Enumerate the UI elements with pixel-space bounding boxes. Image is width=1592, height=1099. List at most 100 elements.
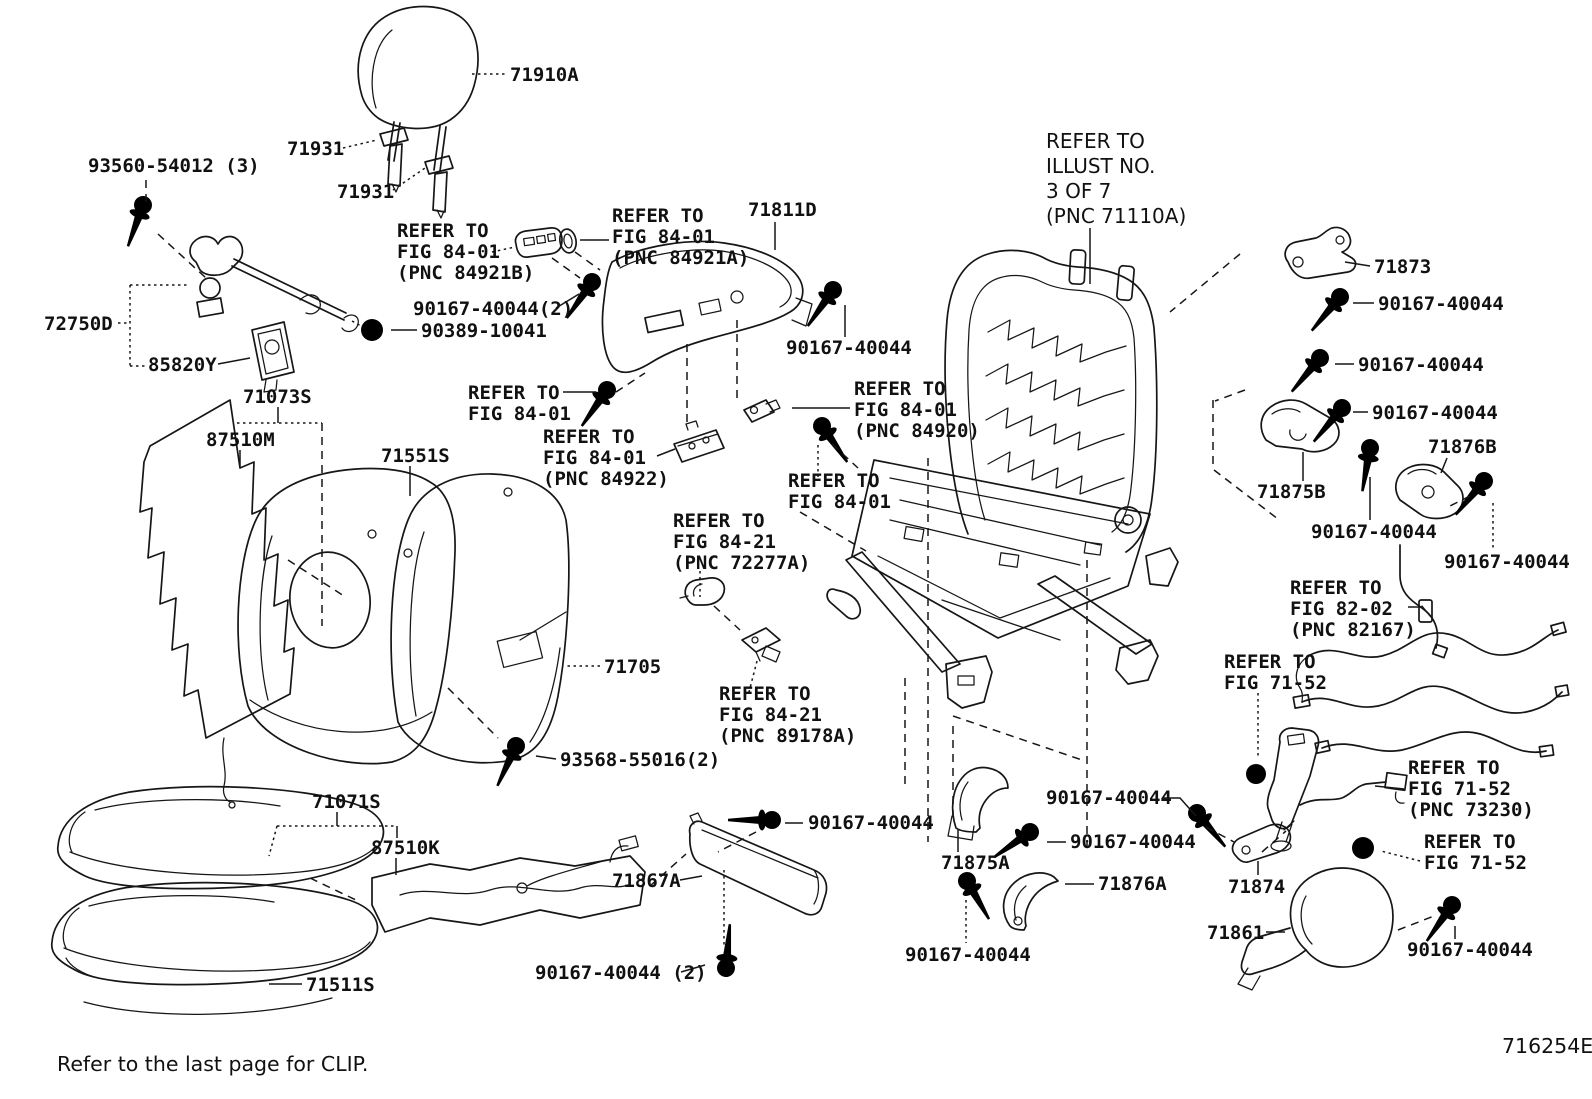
label-85820Y: 85820Y: [148, 354, 217, 376]
label-90167-40044-tr3: 90167-40044: [1372, 402, 1498, 424]
screw-90167: [573, 376, 621, 433]
label-ref-84921A-line1: REFER TO: [612, 205, 704, 227]
illustration: [50, 5, 1570, 1015]
label-90167-40044-r4: 90167-40044: [1311, 521, 1437, 543]
label-71910A: 71910A: [510, 64, 579, 86]
label-ref-84920-line1: REFER TO: [854, 378, 946, 400]
screw-90167: [728, 809, 781, 831]
recliner-cable-assembly: [189, 235, 359, 333]
label-90167-40044-b1: 90167-40044: [808, 812, 934, 834]
label-ref-73230-line3: (PNC 73230): [1408, 799, 1534, 821]
label-71875B: 71875B: [1257, 481, 1326, 503]
label-ref-84921A-line3: (PNC 84921A): [612, 247, 749, 269]
clamp-72277A: [679, 577, 726, 606]
screw-90167: [1352, 437, 1382, 494]
cover-71876B: [1395, 463, 1464, 520]
label-ref-illust-3of7-line4: (PNC 71110A): [1046, 204, 1186, 228]
trim-panel-71867A: [688, 812, 828, 916]
recliner-cover-71861: [1237, 867, 1394, 991]
label-ref-73230-line2: FIG 71-52: [1408, 778, 1511, 800]
label-90167-40044-tr2: 90167-40044: [1358, 354, 1484, 376]
label-93560-54012: 93560-54012 (3): [88, 155, 260, 177]
label-ref-7152-b-line1: REFER TO: [1424, 831, 1516, 853]
headrest-support-right: [424, 155, 454, 219]
screw-90167: [1305, 394, 1356, 449]
cushion-cover-71071S: [56, 785, 385, 890]
label-72750D: 72750D: [44, 313, 113, 335]
label-71811D: 71811D: [748, 199, 817, 221]
label-71876A: 71876A: [1098, 873, 1167, 895]
label-90167-40044-x2-lower: 90167-40044 (2): [535, 962, 707, 984]
headrest: [357, 5, 479, 172]
seat-switch-84921B: [514, 227, 563, 258]
sensor-84920: [743, 399, 781, 423]
diagram-code: 716254E: [1502, 1034, 1592, 1058]
grommet-84921A: [559, 228, 577, 254]
label-ref-82167-line3: (PNC 82167): [1290, 619, 1416, 641]
screw-90167: [953, 867, 999, 925]
label-ref-72277A-line1: REFER TO: [673, 510, 765, 532]
label-ref-84921B-line3: (PNC 84921B): [397, 262, 534, 284]
label-90167-40044-x2-upper: 90167-40044(2): [413, 298, 573, 320]
heater-pad-87510K: [371, 835, 646, 933]
label-ref-84921B-line2: FIG 84-01: [397, 241, 500, 263]
label-ref-82167-line2: FIG 82-02: [1290, 598, 1393, 620]
screw-90167: [1283, 344, 1334, 399]
label-ref-89178A-line3: (PNC 89178A): [719, 725, 856, 747]
label-ref-84920-line2: FIG 84-01: [854, 399, 957, 421]
label-90167-40044-r5: 90167-40044: [1444, 551, 1570, 573]
label-90167-40044-br: 90167-40044: [1407, 939, 1533, 961]
label-ref-89178A-line2: FIG 84-21: [719, 704, 822, 726]
label-71551S: 71551S: [381, 445, 450, 467]
label-ref-fig8401-left-line1: REFER TO: [468, 382, 560, 404]
seatback-pad-87510M: [139, 399, 295, 809]
label-93568-55016: 93568-55016(2): [560, 749, 720, 771]
anchor-ring: [1246, 764, 1266, 784]
ecu-bracket-84922: [673, 420, 725, 463]
label-90389-10041: 90389-10041: [421, 320, 547, 342]
label-ref-illust-3of7-line3: 3 OF 7: [1046, 179, 1111, 203]
sensor-89178A: [741, 627, 781, 663]
label-71073S: 71073S: [243, 386, 312, 408]
label-ref-84920-line3: (PNC 84920): [854, 420, 980, 442]
label-71861: 71861: [1207, 922, 1264, 944]
power-box-85820Y: [251, 321, 295, 393]
label-ref-84921B-line1: REFER TO: [397, 220, 489, 242]
screw-90167: [808, 412, 856, 469]
seatback-cover-front: [237, 467, 456, 765]
label-ref-72277A-line3: (PNC 72277A): [673, 552, 810, 574]
label-71071S: 71071S: [312, 791, 381, 813]
label-71874: 71874: [1228, 876, 1285, 898]
harness-clip-82167: [1418, 599, 1433, 623]
hook-bracket-71875A: [947, 766, 1009, 841]
label-ref-84922-line3: (PNC 84922): [543, 468, 669, 490]
label-71876B: 71876B: [1428, 436, 1497, 458]
label-ref-72277A-line2: FIG 84-21: [673, 531, 776, 553]
nut-90389: [361, 319, 383, 341]
label-ref-fig8401-mid-line2: FIG 84-01: [788, 491, 891, 513]
label-71511S: 71511S: [306, 974, 375, 996]
label-ref-fig8401-mid-line1: REFER TO: [788, 470, 880, 492]
label-71867A: 71867A: [612, 870, 681, 892]
label-71705: 71705: [604, 656, 661, 678]
cushion-pad-71511S: [50, 881, 379, 1015]
label-90167-40044-shield: 90167-40044: [786, 337, 912, 359]
label-90167-40044-c3: 90167-40044: [905, 944, 1031, 966]
label-71931-lower: 71931: [337, 181, 394, 203]
screw-90167: [1303, 283, 1354, 338]
bracket-71874: [1231, 820, 1295, 864]
footer-note: Refer to the last page for CLIP.: [57, 1052, 368, 1076]
label-ref-7152-b-line2: FIG 71-52: [1424, 852, 1527, 874]
label-ref-fig8401-left-line2: FIG 84-01: [468, 403, 571, 425]
label-ref-7152-a-line2: FIG 71-52: [1224, 672, 1327, 694]
label-ref-73230-line1: REFER TO: [1408, 757, 1500, 779]
label-87510K: 87510K: [371, 837, 440, 859]
seat-frame: [826, 249, 1179, 709]
nut-fig7152: [1352, 837, 1374, 859]
label-ref-82167-line1: REFER TO: [1290, 577, 1382, 599]
hook-bracket-71876A: [1002, 872, 1059, 931]
label-ref-89178A-line1: REFER TO: [719, 683, 811, 705]
label-90167-40044-c2: 90167-40044: [1070, 831, 1196, 853]
label-71875A: 71875A: [941, 852, 1010, 874]
